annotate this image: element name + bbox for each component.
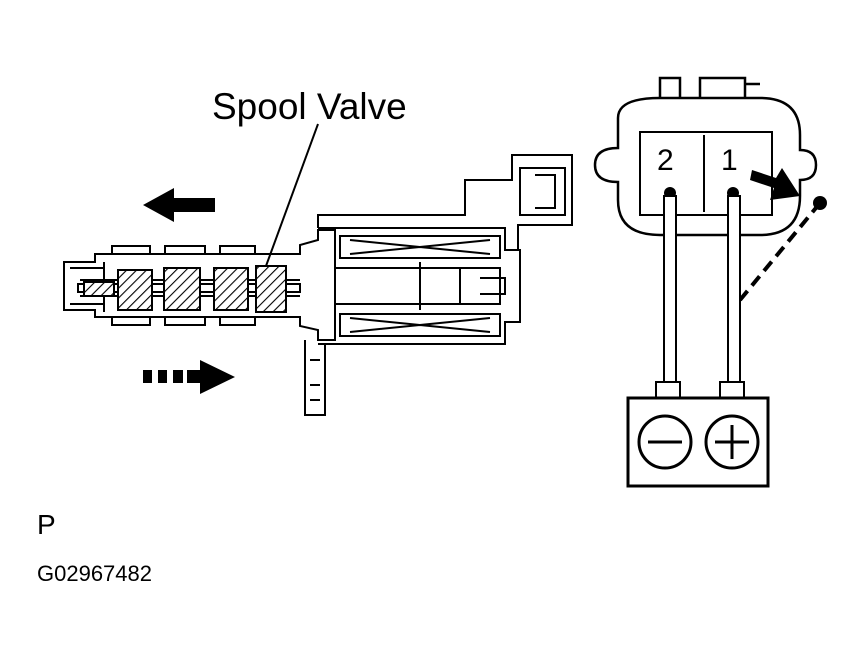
battery <box>626 381 770 488</box>
connector-face <box>593 76 818 237</box>
spool-valve-label: Spool Valve <box>212 86 407 127</box>
figure-code: G02967482 <box>37 561 152 586</box>
minus-icon <box>637 414 693 470</box>
flow-arrow-right-dashed-icon <box>143 360 235 394</box>
spool-leader-line <box>265 123 319 267</box>
terminal-1-label: 1 <box>721 144 738 177</box>
terminal-2-label: 2 <box>657 144 674 177</box>
alternate-lead-dashed <box>738 196 827 302</box>
figure-letter: P <box>37 509 56 540</box>
probe-arrow-icon <box>750 168 800 200</box>
plus-icon <box>704 414 760 470</box>
spool-lands <box>83 265 287 313</box>
test-leads <box>663 195 741 387</box>
flow-arrow-left-icon <box>143 188 215 222</box>
